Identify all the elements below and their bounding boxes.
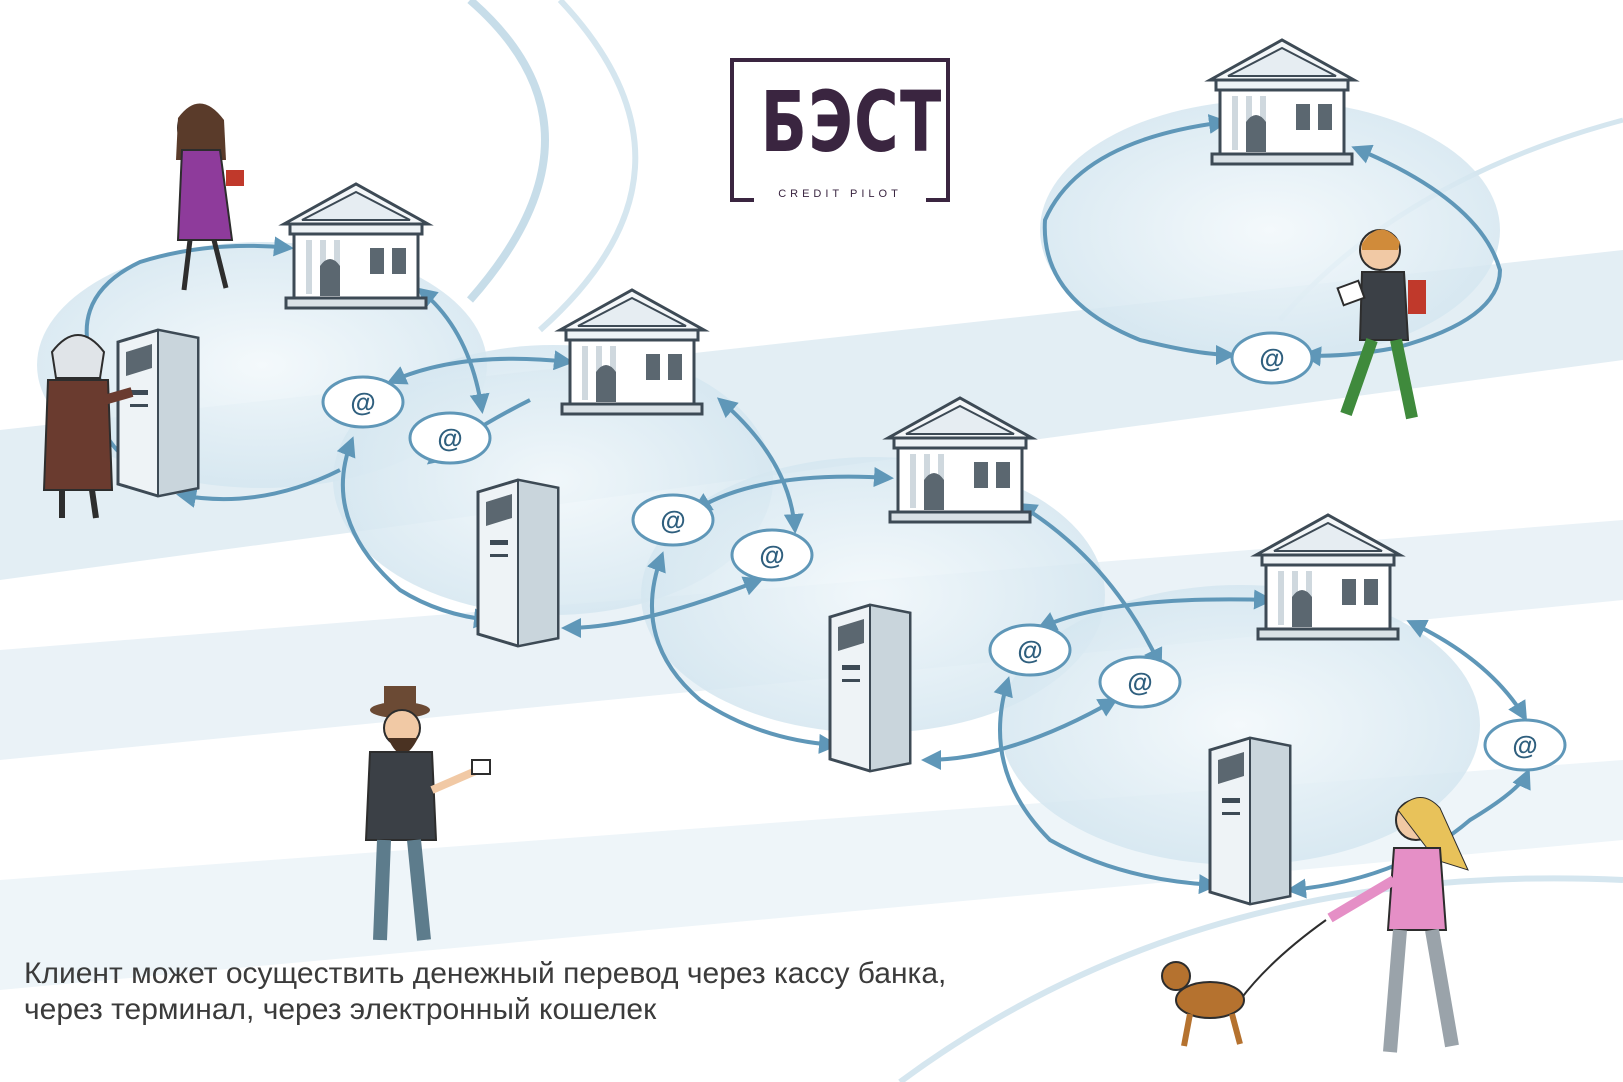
svg-text:@: @ xyxy=(660,505,685,535)
at-sign-icon: @ xyxy=(408,411,492,465)
payment-terminal-icon xyxy=(1208,736,1292,906)
at-sign-icon: @ xyxy=(1098,655,1182,709)
payment-terminal-icon xyxy=(116,328,200,498)
svg-text:@: @ xyxy=(1127,667,1152,697)
at-sign-icon: @ xyxy=(321,375,405,429)
svg-text:@: @ xyxy=(1512,730,1537,760)
at-sign-icon: @ xyxy=(988,623,1072,677)
ewallets: @ @ @ @ @ @ @ @ xyxy=(321,331,1567,772)
girl-with-dog-illustration xyxy=(1161,797,1469,1053)
young-man-with-backpack-illustration xyxy=(1336,229,1426,420)
people xyxy=(42,103,1469,1053)
svg-text:@: @ xyxy=(759,540,784,570)
logo-frame-corner xyxy=(926,198,950,202)
at-sign-icon: @ xyxy=(1483,718,1567,772)
svg-text:@: @ xyxy=(1259,343,1284,373)
svg-text:@: @ xyxy=(350,387,375,417)
bank-building-icon xyxy=(1254,513,1402,641)
logo-tagline: CREDIT PILOT xyxy=(778,188,902,200)
brand-logo: БЭСТ CREDIT PILOT xyxy=(730,58,950,206)
woman-in-purple-illustration xyxy=(176,103,244,291)
elderly-woman-illustration xyxy=(42,334,134,519)
svg-text:@: @ xyxy=(437,423,462,453)
bank-building-icon xyxy=(282,182,430,310)
bearded-man-in-hat-illustration xyxy=(364,686,491,941)
payment-terminal-icon xyxy=(476,478,560,648)
at-sign-icon: @ xyxy=(1230,331,1314,385)
logo-wordmark: БЭСТ xyxy=(760,73,943,171)
svg-text:@: @ xyxy=(1017,635,1042,665)
payment-terminal-icon xyxy=(828,603,912,773)
bank-building-icon xyxy=(1208,38,1356,166)
at-sign-icon: @ xyxy=(730,528,814,582)
at-sign-icon: @ xyxy=(631,493,715,547)
bank-building-icon xyxy=(558,288,706,416)
diagram-caption: Клиент может осуществить денежный перево… xyxy=(24,957,947,1026)
logo-frame-corner xyxy=(730,198,754,202)
logo-frame xyxy=(730,58,950,202)
